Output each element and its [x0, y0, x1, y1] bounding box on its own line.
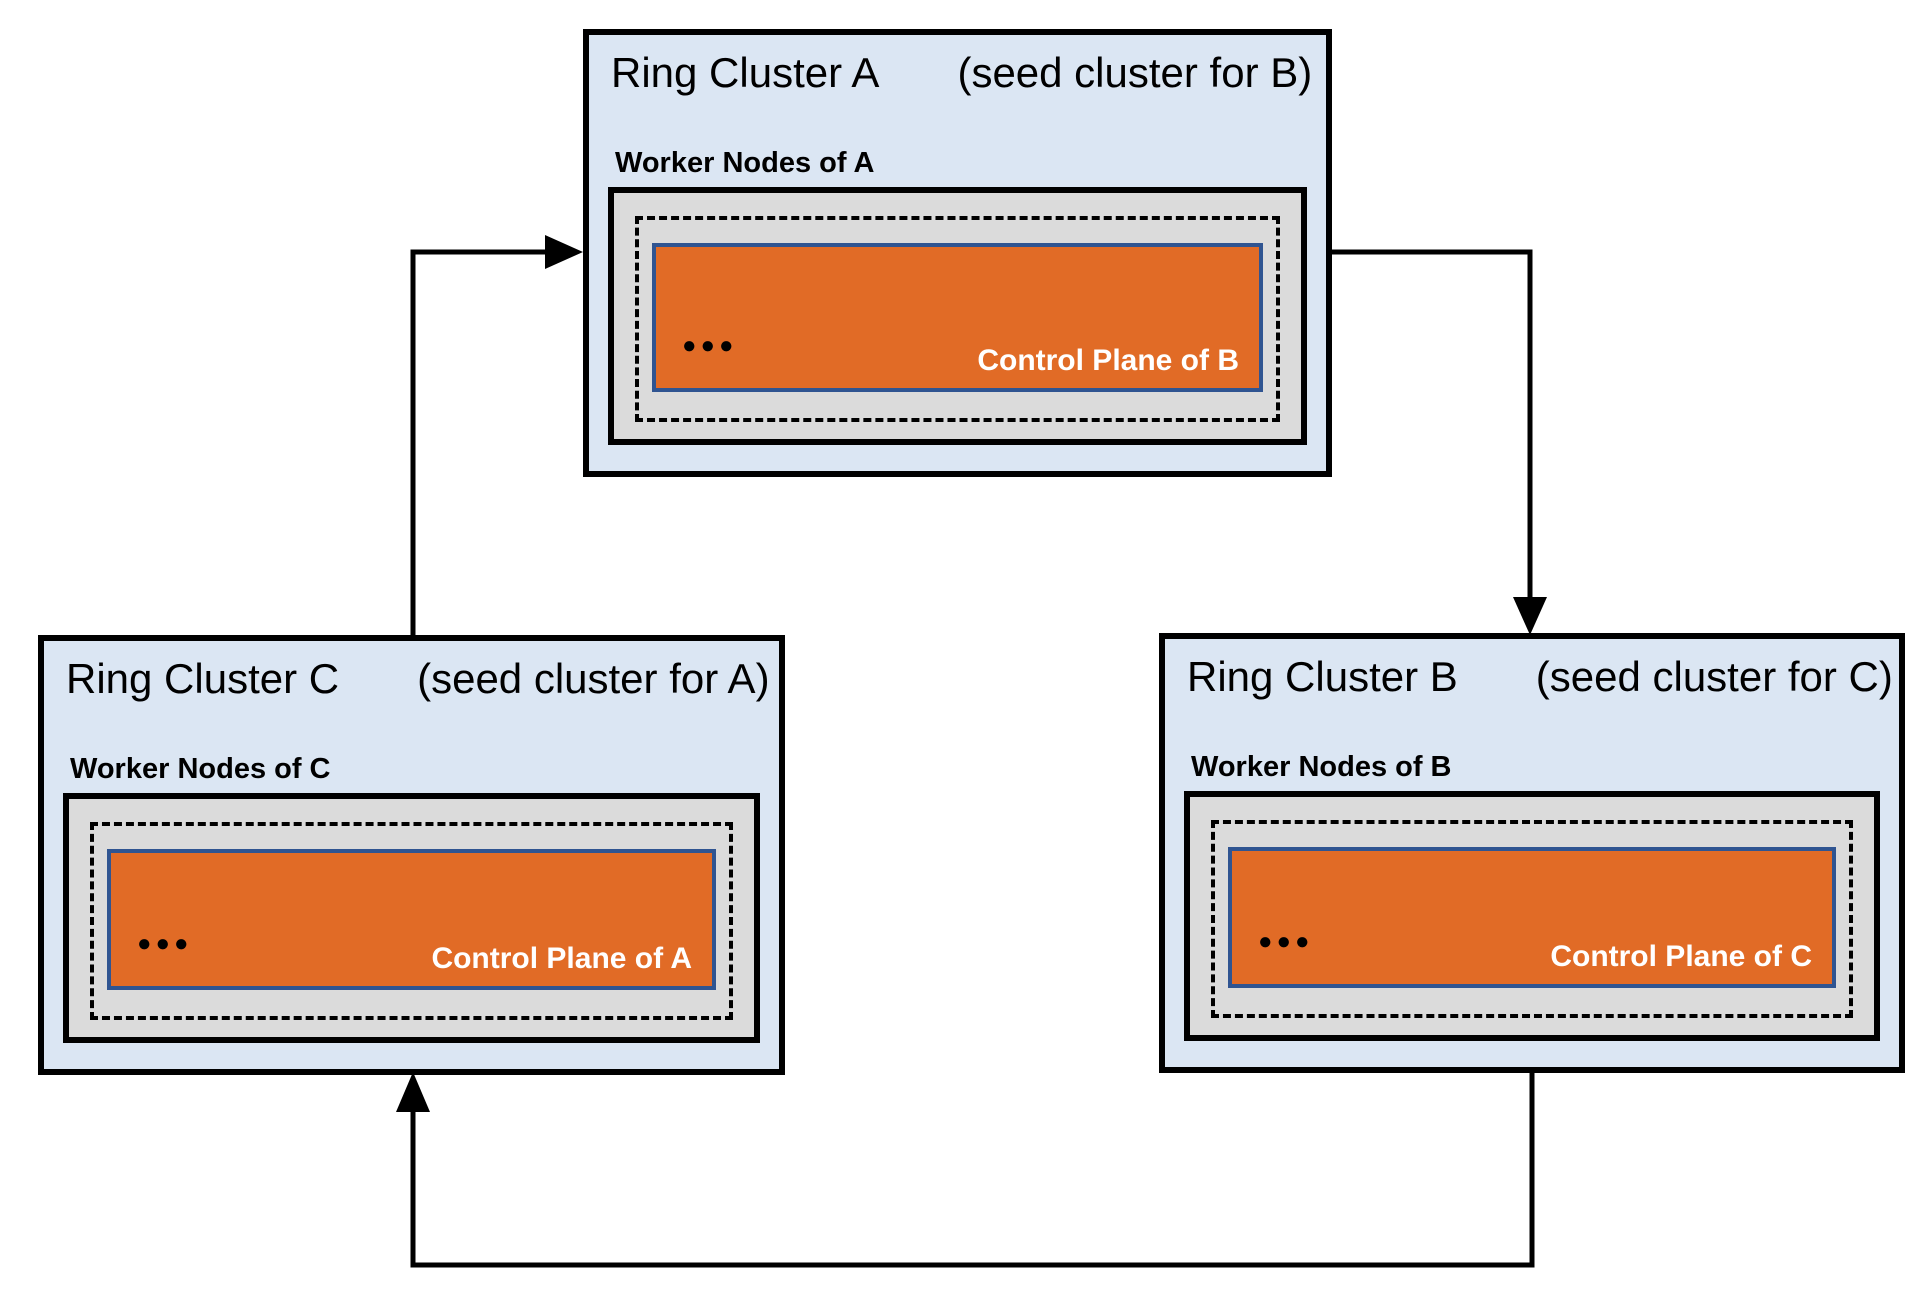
arrow-a-to-b [1332, 249, 1547, 635]
ellipsis-dots-icon: ●●● [1258, 928, 1314, 955]
control-plane-box: ●●● Control Plane of C [1228, 847, 1836, 988]
worker-nodes-label: Worker Nodes of C [70, 753, 331, 785]
worker-nodes-label: Worker Nodes of A [615, 147, 875, 179]
cluster-seed-note: (seed cluster for A) [417, 655, 770, 702]
cluster-title-row: Ring Cluster C (seed cluster for A) [66, 653, 770, 706]
ellipsis-dots-icon: ●●● [137, 930, 193, 957]
cluster-ring-c: Ring Cluster C (seed cluster for A) Work… [38, 635, 785, 1075]
worker-node-box: ●●● Control Plane of A [63, 793, 760, 1043]
cluster-name: Ring Cluster B [1187, 653, 1458, 700]
cluster-title-row: Ring Cluster A (seed cluster for B) [611, 47, 1312, 100]
worker-nodes-label: Worker Nodes of B [1191, 751, 1452, 783]
control-plane-boundary: ●●● Control Plane of B [635, 216, 1280, 422]
worker-node-box: ●●● Control Plane of B [608, 187, 1307, 445]
arrow-b-to-c [396, 1071, 1535, 1268]
control-plane-box: ●●● Control Plane of A [107, 849, 716, 990]
cluster-name: Ring Cluster C [66, 655, 340, 702]
cluster-seed-note: (seed cluster for B) [957, 49, 1313, 96]
control-plane-label: Control Plane of A [431, 942, 692, 975]
cluster-seed-note: (seed cluster for C) [1535, 653, 1893, 700]
control-plane-boundary: ●●● Control Plane of A [90, 822, 733, 1020]
control-plane-boundary: ●●● Control Plane of C [1211, 820, 1853, 1018]
cluster-title-row: Ring Cluster B (seed cluster for C) [1187, 651, 1893, 704]
control-plane-label: Control Plane of B [977, 344, 1239, 377]
cluster-ring-b: Ring Cluster B (seed cluster for C) Work… [1159, 633, 1905, 1073]
arrow-c-to-a [410, 235, 583, 637]
ellipsis-dots-icon: ●●● [682, 332, 738, 359]
control-plane-label: Control Plane of C [1550, 940, 1812, 973]
cluster-ring-a: Ring Cluster A (seed cluster for B) Work… [583, 29, 1332, 477]
worker-node-box: ●●● Control Plane of C [1184, 791, 1880, 1041]
cluster-name: Ring Cluster A [611, 49, 880, 96]
control-plane-box: ●●● Control Plane of B [652, 243, 1263, 392]
